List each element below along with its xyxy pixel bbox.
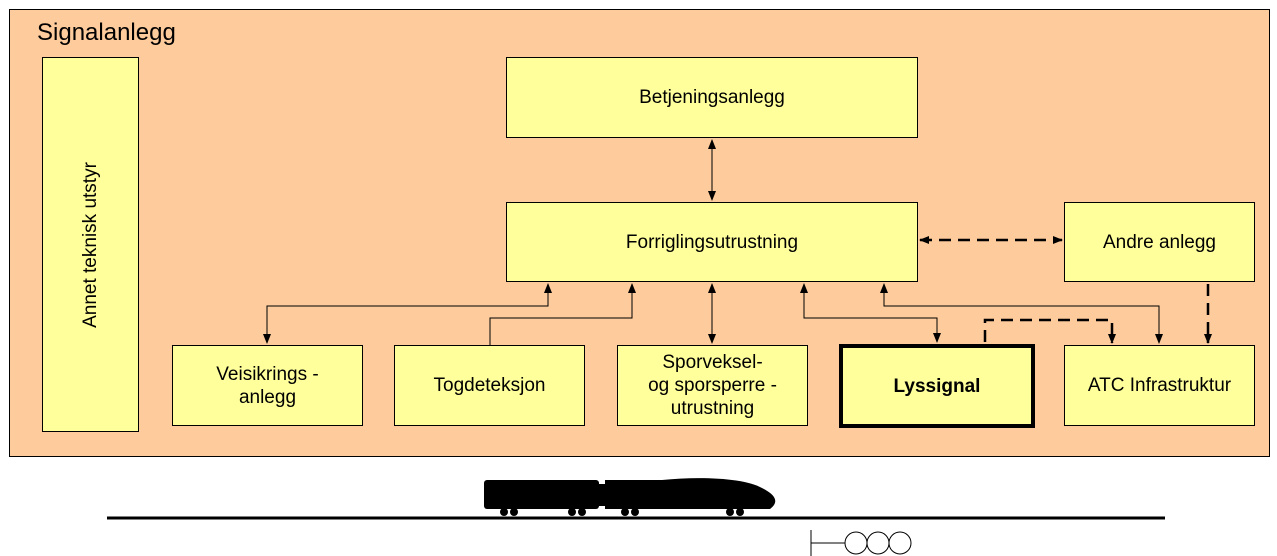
panel-title: Signalanlegg xyxy=(37,19,176,46)
lyssignal-box: Lyssignal xyxy=(839,344,1035,428)
togdeteksjon-label: Togdeteksjon xyxy=(433,375,546,396)
connector-togdeteksjon-forrigling xyxy=(489,283,636,345)
forriglingsutrustning-box: Forriglingsutrustning xyxy=(506,202,918,282)
lyssignal-label: Lyssignal xyxy=(893,375,981,397)
sporveksel-label: Sporveksel- og sporsperre - utrustning xyxy=(648,352,777,419)
atc-infrastruktur-box: ATC Infrastruktur xyxy=(1064,345,1255,426)
betjeningsanlegg-label: Betjeningsanlegg xyxy=(639,87,785,108)
sporveksel-box: Sporveksel- og sporsperre - utrustning xyxy=(617,345,808,426)
betjeningsanlegg-box: Betjeningsanlegg xyxy=(506,57,918,138)
connector-forrigling-veisikring xyxy=(263,283,552,344)
train-icon xyxy=(484,478,776,516)
veisikringsanlegg-label: Veisikrings - anlegg xyxy=(216,363,319,408)
connector-forrigling-atc xyxy=(880,283,1163,344)
annet-teknisk-utstyr-box: Annet teknisk utstyr xyxy=(42,57,139,432)
andre-anlegg-label: Andre anlegg xyxy=(1102,231,1217,253)
connector-forrigling-lyssignal xyxy=(800,283,941,343)
forriglingsutrustning-label: Forriglingsutrustning xyxy=(625,231,799,253)
veisikringsanlegg-box: Veisikrings - anlegg xyxy=(172,345,363,426)
atc-infrastruktur-label: ATC Infrastruktur xyxy=(1087,375,1232,396)
andre-anlegg-box: Andre anlegg xyxy=(1064,202,1255,282)
connector-lyssignal-atc xyxy=(983,318,1116,344)
togdeteksjon-box: Togdeteksjon xyxy=(394,345,585,426)
signal-icon xyxy=(810,530,912,556)
